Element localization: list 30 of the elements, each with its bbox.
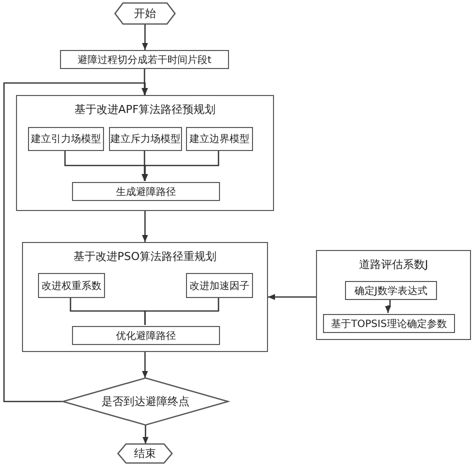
process-box: 建立斥力场模型 bbox=[109, 127, 182, 151]
arrow bbox=[142, 211, 148, 242]
process-box: 建立引力场模型 bbox=[28, 127, 104, 151]
arrow bbox=[142, 150, 148, 181]
process-box: 确定J数学表达式 bbox=[345, 281, 437, 300]
decision-diamond: 是否到达避障终点 bbox=[63, 378, 228, 425]
terminal-node: 开始 bbox=[115, 3, 175, 24]
group-box bbox=[316, 250, 471, 340]
process-box: 改进权重系数 bbox=[38, 273, 105, 298]
group-title: 道路评估系数J bbox=[358, 257, 428, 272]
arrow bbox=[142, 150, 220, 181]
process-box: 改进加速因子 bbox=[186, 273, 253, 298]
arrow bbox=[3, 82, 148, 402]
arrow bbox=[142, 24, 148, 50]
group-box bbox=[16, 95, 274, 211]
arrow bbox=[142, 352, 148, 378]
group-title: 基于改进PSO算法路径重规划 bbox=[73, 249, 217, 264]
process-box: 优化避障路径 bbox=[72, 326, 220, 345]
arrow bbox=[142, 425, 148, 444]
arrow bbox=[268, 294, 316, 300]
process-box: 建立边界模型 bbox=[186, 127, 253, 151]
process-box: 基于TOPSIS理论确定参数 bbox=[323, 314, 455, 333]
connector-line bbox=[144, 297, 220, 325]
process-box: 避障过程切分成若干时间片段t bbox=[60, 50, 229, 69]
terminal-node: 结束 bbox=[118, 444, 172, 463]
arrow bbox=[385, 299, 391, 313]
arrow bbox=[142, 69, 148, 95]
process-box: 生成避障路径 bbox=[72, 182, 220, 201]
group-title: 基于改进APF算法路径预规划 bbox=[74, 102, 216, 117]
group-box bbox=[22, 242, 268, 352]
